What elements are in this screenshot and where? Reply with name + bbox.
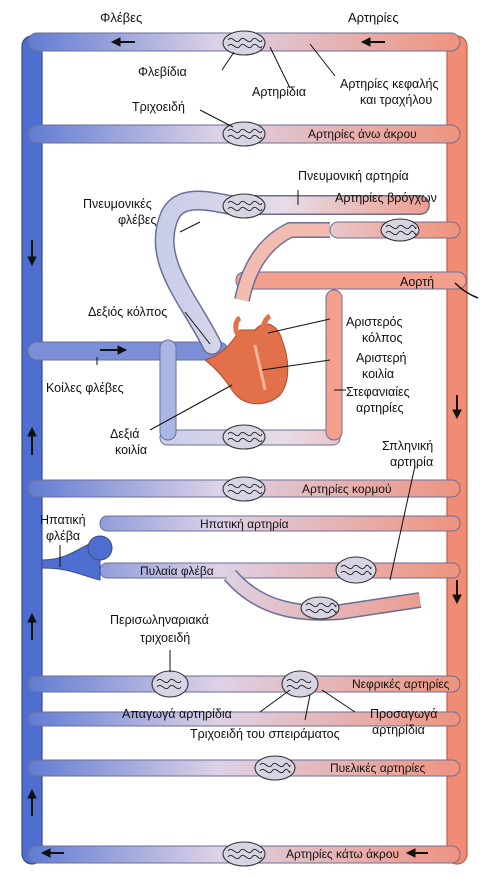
label-left-atrium-1: Αριστερός: [346, 315, 403, 329]
leader-lines: [59, 43, 416, 721]
label-arterioles: Αρτηρίδια: [252, 85, 306, 99]
label-coronary-arteries-2: αρτηρίες: [356, 401, 404, 415]
label-head-neck-arteries-1: Αρτηρίες κεφαλής: [340, 77, 439, 91]
labels: Φλέβες Αρτηρίες Φλεβίδια Αρτηρίδια Αρτηρ…: [40, 10, 450, 861]
label-glomerular-capillaries: Τριχοειδή του σπειράματος: [190, 727, 340, 741]
label-veins: Φλέβες: [100, 10, 142, 25]
label-peritubular-capillaries-1: Περισωληναριακά: [110, 613, 209, 627]
pulmonary-loop: [154, 190, 461, 621]
main-artery-trunk: [446, 35, 468, 865]
circuit-tubes: [27, 32, 467, 864]
label-head-neck-arteries-2: και τραχήλου: [360, 93, 432, 107]
label-arteries: Αρτηρίες: [348, 10, 399, 25]
label-right-atrium: Δεξιός κόλπος: [88, 305, 167, 319]
label-right-ventricle-1: Δεξιά: [110, 427, 140, 441]
label-efferent-arterioles: Απαγωγά αρτηρίδια: [122, 707, 232, 721]
label-peritubular-capillaries-2: τριχοειδή: [140, 631, 190, 645]
label-hepatic-artery: Ηπατική αρτηρία: [200, 517, 289, 531]
capillary-beds: [151, 30, 420, 867]
label-left-atrium-2: κόλπος: [362, 331, 403, 345]
label-splenic-artery-2: αρτηρία: [390, 455, 433, 469]
label-venules: Φλεβίδια: [138, 65, 187, 79]
flow-arrows: [27, 37, 479, 858]
label-left-ventricle-1: Αριστερή: [356, 351, 407, 365]
label-hepatic-vein-1: Ηπατική: [40, 513, 86, 527]
label-right-ventricle-2: κοιλία: [115, 443, 147, 457]
heart: [203, 313, 289, 405]
label-pulmonary-veins-2: φλέβες: [118, 213, 156, 227]
label-hepatic-vein-2: φλέβα: [46, 529, 80, 543]
label-pelvic-arteries: Πυελικές αρτηρίες: [330, 761, 426, 775]
label-left-ventricle-2: κοιλία: [362, 367, 394, 381]
label-coronary-arteries-1: Στεφανιαίες: [346, 385, 410, 399]
label-bronchial-arteries: Αρτηρίες βρόγχων: [335, 191, 437, 205]
label-aorta: Αορτή: [400, 275, 434, 289]
hepatic-vein-link: [41, 535, 113, 581]
label-lower-limb-arteries: Αρτηρίες κάτω άκρου: [286, 847, 399, 861]
label-afferent-arterioles-2: αρτηρίδια: [372, 723, 425, 737]
label-splenic-artery-1: Σπληνική: [382, 439, 433, 453]
label-pulmonary-artery: Πνευμονική αρτηρία: [298, 169, 409, 183]
label-afferent-arterioles-1: Προσαγωγά: [370, 707, 438, 721]
label-trunk-arteries: Αρτηρίες κορμού: [302, 482, 392, 496]
label-capillaries: Τριχοειδή: [132, 100, 185, 114]
label-pulmonary-veins-1: Πνευμονικές: [83, 197, 152, 211]
label-vena-cava: Κοίλες φλέβες: [46, 381, 124, 395]
label-upper-limb-arteries: Αρτηρίες άνω άκρου: [308, 127, 417, 141]
label-portal-vein: Πυλαία φλέβα: [140, 564, 214, 578]
label-renal-arteries: Νεφρικές αρτηρίες: [352, 677, 450, 691]
